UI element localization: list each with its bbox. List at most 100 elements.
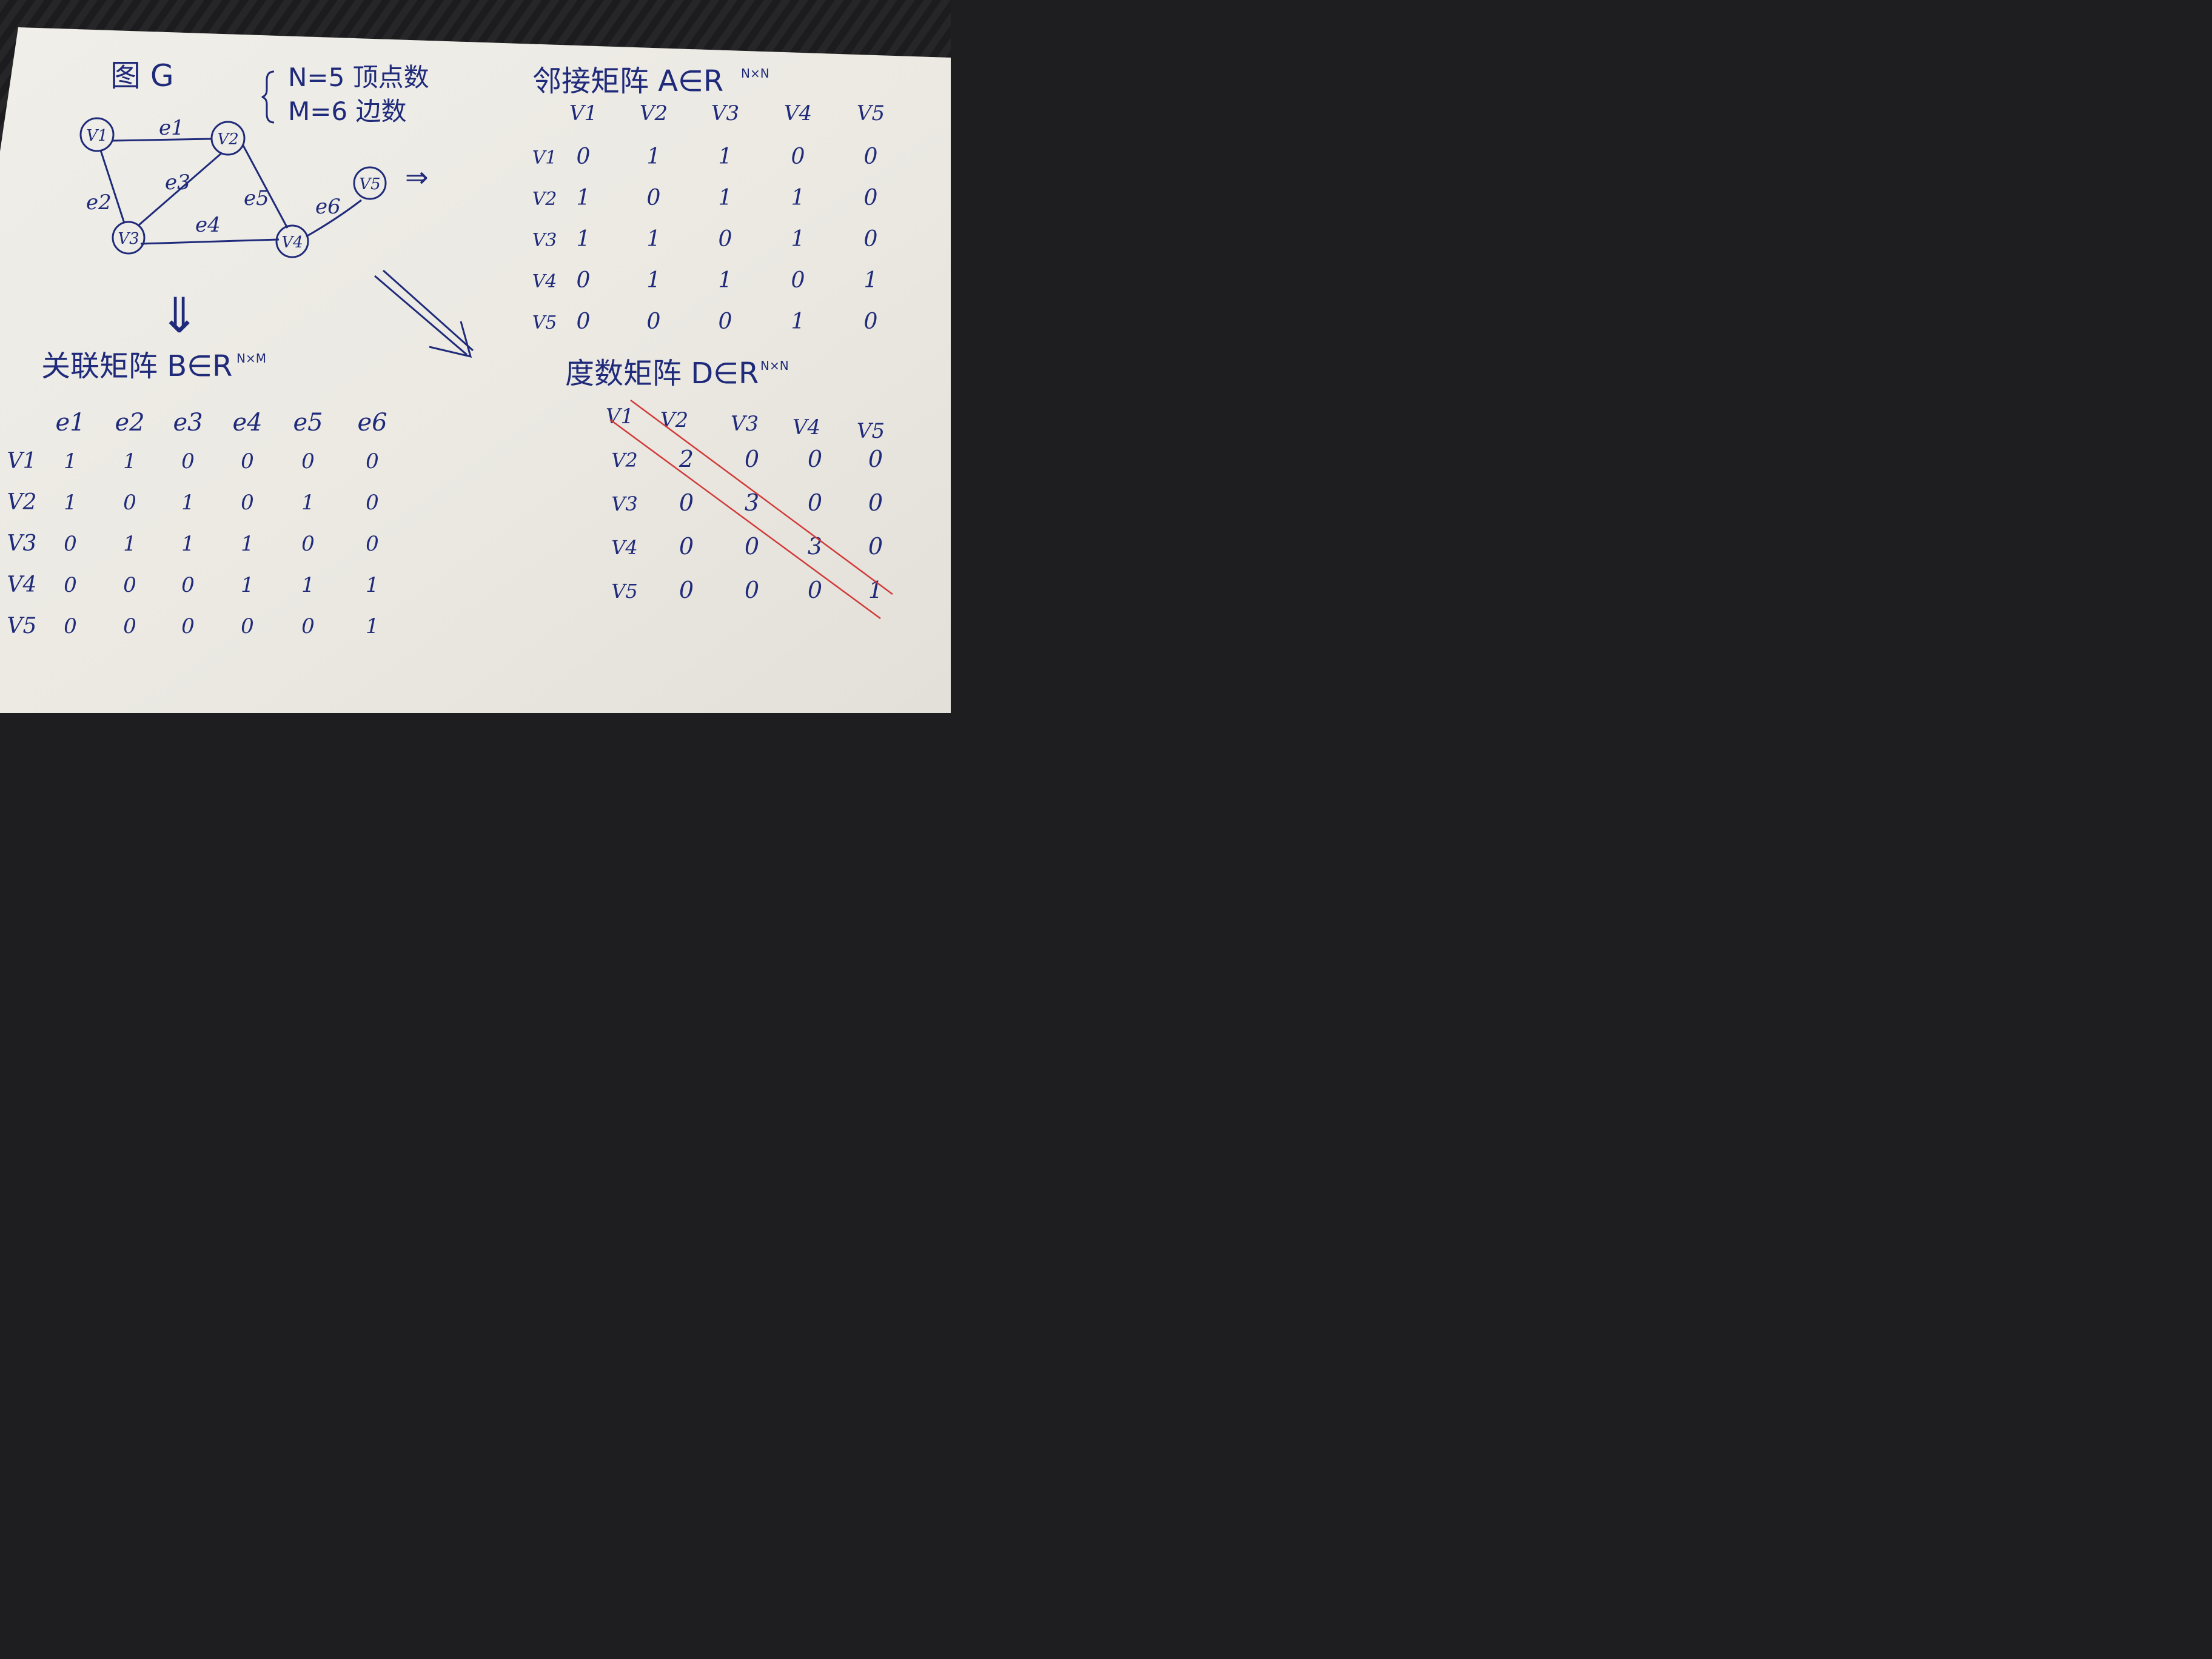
matrix-cell: 0 [241, 614, 254, 638]
matrix-col-header: e2 [115, 409, 144, 437]
graph-title: 图 G [110, 58, 174, 93]
edge-e3 [138, 152, 223, 227]
vertex-label: V3 [118, 230, 139, 248]
matrix-cell: 0 [679, 489, 694, 516]
matrix-row-header: V5 [532, 312, 557, 333]
matrix-cell: 0 [864, 186, 878, 210]
matrix-cell: 0 [181, 614, 195, 638]
matrix-col-header: e1 [55, 409, 85, 437]
matrix-col-header: e4 [232, 409, 262, 437]
edge-e2 [99, 150, 126, 224]
edge-label-e6: e6 [315, 195, 341, 219]
matrix-cell: 0 [745, 446, 759, 472]
matrix-col-header: V4 [784, 101, 812, 126]
matrix-cell: 1 [791, 309, 805, 334]
matrix-col-header: V2 [640, 101, 668, 126]
matrix-cell: 0 [647, 309, 661, 334]
vertex-label: V5 [359, 175, 380, 193]
matrix-col-header: V5 [857, 101, 885, 126]
matrix-cell: 0 [808, 446, 822, 472]
matrix-row-header: V4 [532, 271, 557, 292]
edge-label-e5: e5 [244, 186, 269, 210]
matrix-col-header: V1 [569, 101, 597, 126]
edge-e4 [140, 238, 280, 245]
vertex-label: V1 [86, 127, 107, 145]
matrix-cell: 0 [864, 227, 878, 252]
vertex-v1: V1 [79, 117, 115, 152]
vertex-label: V2 [217, 130, 238, 149]
matrix-cell: 1 [868, 577, 883, 603]
arrow-diagonal-icon [374, 269, 474, 358]
matrix-row-header: V5 [7, 614, 37, 638]
matrix-col-header: e5 [293, 409, 323, 437]
edge-label-e4: e4 [195, 213, 221, 237]
matrix-cell: 0 [64, 614, 77, 638]
matrix-cell: 1 [577, 186, 591, 210]
degree-title: 度数矩阵 D∈R [565, 357, 759, 390]
matrix-row-header: V2 [532, 189, 557, 210]
matrix-cell: 0 [301, 614, 315, 638]
edge-e5 [241, 144, 289, 229]
matrix-cell: 0 [864, 144, 878, 169]
matrix-cell: 1 [577, 227, 591, 252]
matrix-col-header: V1 [606, 404, 634, 429]
incidence-title: 关联矩阵 B∈R [41, 349, 232, 383]
paper-sheet [0, 27, 951, 713]
matrix-col-header: e3 [173, 409, 203, 437]
matrix-cell: 0 [868, 533, 883, 560]
vertex-v4: V4 [275, 224, 309, 258]
matrix-row-header: V3 [611, 492, 637, 515]
matrix-cell: 0 [241, 449, 254, 474]
matrix-cell: 0 [868, 446, 883, 472]
matrix-cell: 1 [123, 449, 136, 474]
legend-brace [261, 70, 275, 124]
incidence-superscript: N×M [236, 351, 266, 366]
matrix-row-header: V2 [7, 490, 37, 515]
matrix-cell: 0 [181, 449, 195, 474]
matrix-col-header: V4 [793, 415, 820, 440]
matrix-cell: 1 [181, 532, 195, 556]
matrix-row-header: V5 [611, 580, 637, 603]
arrow-right-icon: ⇒ [405, 161, 429, 193]
matrix-col-header: V2 [660, 408, 688, 432]
matrix-cell: 0 [864, 309, 878, 334]
edge-label-e1: e1 [159, 116, 184, 140]
edge-e1 [112, 138, 212, 142]
matrix-cell: 1 [241, 573, 254, 597]
matrix-cell: 0 [123, 491, 136, 515]
matrix-cell: 1 [719, 144, 732, 169]
matrix-cell: 0 [679, 577, 694, 603]
edge-label-e2: e2 [86, 190, 112, 215]
diagonal-highlight [609, 399, 893, 620]
matrix-row-header: V1 [7, 449, 37, 474]
matrix-cell: 0 [745, 577, 759, 603]
edge-label-e3: e3 [165, 170, 190, 195]
edge-e6 [306, 199, 362, 238]
matrix-cell: 1 [791, 186, 805, 210]
matrix-cell: 1 [647, 227, 661, 252]
matrix-cell: 1 [123, 532, 136, 556]
matrix-cell: 0 [647, 186, 661, 210]
matrix-row-header: V3 [7, 531, 37, 556]
matrix-cell: 1 [241, 532, 254, 556]
matrix-cell: 0 [366, 449, 379, 474]
matrix-row-header: V4 [7, 572, 37, 597]
matrix-col-header: V3 [731, 412, 759, 436]
matrix-cell: 0 [577, 309, 591, 334]
matrix-cell: 1 [719, 186, 732, 210]
matrix-col-header: V3 [711, 101, 739, 126]
matrix-cell: 2 [679, 446, 694, 472]
matrix-cell: 0 [577, 268, 591, 293]
legend-n-line: N=5 顶点数 [288, 62, 429, 92]
matrix-cell: 1 [366, 573, 379, 597]
matrix-cell: 0 [241, 491, 254, 515]
matrix-row-header: V2 [611, 449, 637, 472]
matrix-cell: 1 [301, 573, 315, 597]
matrix-cell: 0 [123, 614, 136, 638]
vertex-v3: V3 [112, 221, 146, 255]
matrix-row-header: V3 [532, 230, 557, 251]
matrix-row-header: V4 [611, 536, 637, 559]
matrix-cell: 0 [808, 489, 822, 516]
